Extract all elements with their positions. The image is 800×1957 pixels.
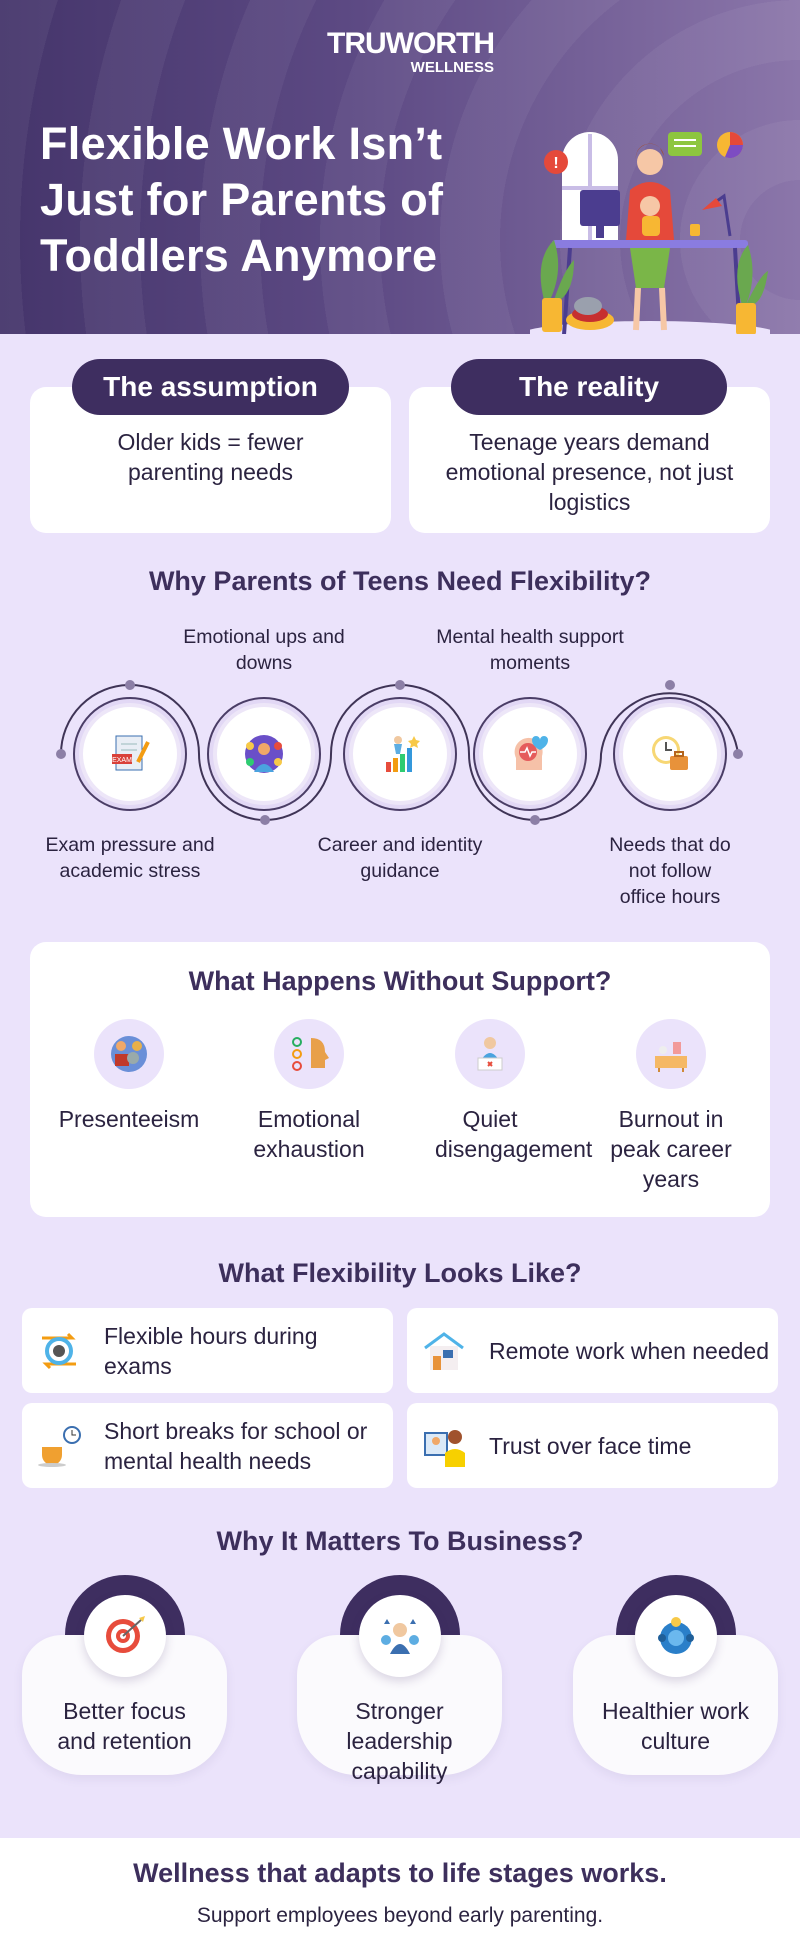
footer-subtext: Support employees beyond early parenting… bbox=[196, 1904, 604, 1927]
title-line: Flexible Work Isn’t bbox=[40, 118, 443, 169]
working-parent-illustration: ! bbox=[530, 132, 770, 334]
coffee-clock-icon bbox=[38, 1426, 81, 1467]
business-icon-wrap bbox=[635, 1595, 717, 1677]
gear-cycle-icon bbox=[42, 1332, 76, 1370]
brand-name: TRUWORTH bbox=[327, 27, 495, 60]
need-label: Mental health support moments bbox=[436, 626, 624, 674]
flexibility-label: Remote work when needed bbox=[489, 1337, 769, 1364]
disengagement-icon bbox=[477, 1037, 503, 1071]
brand-logo: TRUWORTH WELLNESS bbox=[308, 27, 495, 76]
clock-briefcase-icon bbox=[652, 736, 688, 770]
page-title: Flexible Work Isn’t Just for Parents of … bbox=[40, 116, 520, 284]
business-label: Healthier work culture bbox=[602, 1698, 749, 1754]
svg-text:EXAM: EXAM bbox=[112, 757, 132, 764]
flexibility-label: Flexible hours during exams bbox=[104, 1322, 318, 1379]
exhaustion-icon bbox=[292, 1037, 329, 1071]
exam-icon: EXAM bbox=[112, 735, 150, 771]
footer: Wellness that adapts to life stages work… bbox=[0, 1838, 800, 1957]
brain-health-icon bbox=[514, 736, 548, 770]
business-heading: Why It Matters To Business? bbox=[216, 1526, 584, 1556]
need-label: Needs that do not follow office hours bbox=[609, 834, 731, 908]
home-office-icon bbox=[424, 1332, 464, 1370]
impact-icon-wrap bbox=[94, 1019, 164, 1089]
team-gear-icon bbox=[658, 1617, 694, 1654]
need-circle bbox=[613, 697, 727, 811]
flexibility-item: Trust over face time bbox=[407, 1403, 778, 1488]
need-label: Emotional ups and downs bbox=[183, 626, 345, 674]
flexibility-item: Remote work when needed bbox=[407, 1308, 778, 1393]
title-line: Toddlers Anymore bbox=[40, 230, 438, 281]
business-icon-wrap bbox=[84, 1595, 166, 1677]
impact-label: Burnout in peak career years bbox=[610, 1106, 732, 1192]
presenteeism-icon bbox=[111, 1036, 147, 1072]
need-circle: EXAM bbox=[73, 697, 187, 811]
impact-label: Quiet disengagement bbox=[435, 1106, 593, 1162]
need-circle bbox=[343, 697, 457, 811]
hero-header: TRUWORTH WELLNESS Flexible Work Isn’t Ju… bbox=[0, 0, 800, 334]
flexibility-item: Short breaks for school or mental health… bbox=[22, 1403, 393, 1488]
without-support-heading: What Happens Without Support? bbox=[188, 966, 612, 996]
business-label: Better focus and retention bbox=[57, 1698, 192, 1754]
flexibility-label: Short breaks for school or mental health… bbox=[104, 1417, 368, 1474]
business-icon-wrap bbox=[359, 1595, 441, 1677]
reality-text: Teenage years demand emotional presence,… bbox=[445, 429, 734, 515]
impact-icon-wrap bbox=[636, 1019, 706, 1089]
reality-pill: The reality bbox=[451, 359, 727, 415]
brand-sub: WELLNESS bbox=[410, 59, 494, 76]
burnout-desk-icon bbox=[655, 1042, 687, 1072]
career-growth-icon bbox=[386, 736, 420, 772]
title-line: Just for Parents of bbox=[40, 174, 444, 225]
flexibility-heading: What Flexibility Looks Like? bbox=[218, 1258, 582, 1288]
wave-dot bbox=[56, 749, 66, 759]
svg-text:!: ! bbox=[553, 155, 558, 172]
need-circle bbox=[207, 697, 321, 811]
flexibility-item: Flexible hours during exams bbox=[22, 1308, 393, 1393]
impact-label: Presenteeism bbox=[58, 1106, 200, 1132]
impact-icon-wrap bbox=[455, 1019, 525, 1089]
need-label: Career and identity guidance bbox=[317, 834, 483, 882]
why-teens-heading: Why Parents of Teens Need Flexibility? bbox=[148, 566, 652, 596]
impact-label: Emotional exhaustion bbox=[253, 1106, 365, 1162]
leader-icon bbox=[381, 1619, 419, 1654]
assumption-text: Older kids = fewer parenting needs bbox=[117, 429, 304, 485]
need-label: Exam pressure and academic stress bbox=[45, 834, 215, 882]
impact-icon-wrap bbox=[274, 1019, 344, 1089]
target-icon bbox=[106, 1616, 145, 1653]
assumption-pill: The assumption bbox=[72, 359, 349, 415]
emotions-icon bbox=[245, 735, 283, 773]
video-call-icon bbox=[424, 1430, 465, 1467]
need-circle bbox=[473, 697, 587, 811]
flexibility-label: Trust over face time bbox=[489, 1432, 692, 1459]
footer-headline: Wellness that adapts to life stages work… bbox=[133, 1858, 667, 1888]
business-label: Stronger leadership capability bbox=[346, 1698, 453, 1784]
wave-connector bbox=[56, 680, 743, 825]
